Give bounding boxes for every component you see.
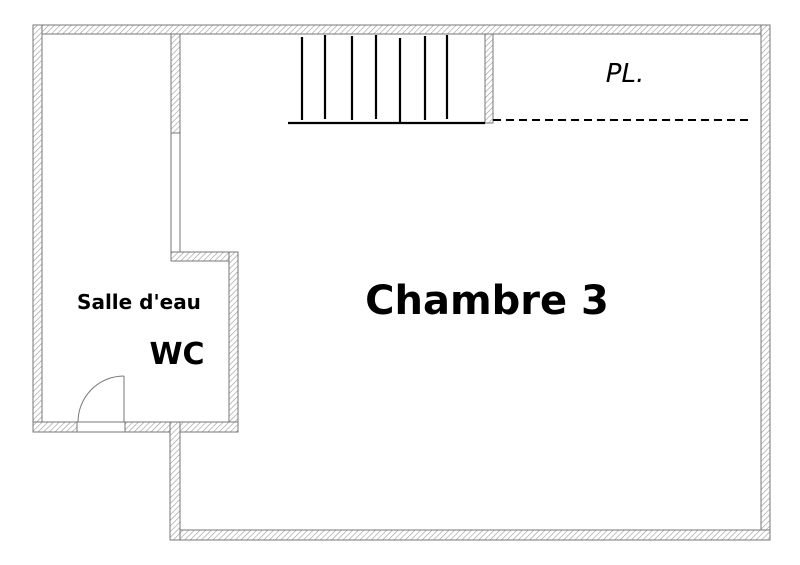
wc-bottom-wall-left	[32, 421, 78, 433]
partition-wall-upper	[170, 33, 181, 134]
room-label-bedroom: Chambre 3	[365, 278, 609, 324]
room-label-wc: WC	[149, 337, 204, 372]
partition-opening	[170, 132, 181, 253]
staircase	[288, 35, 485, 125]
room-label-bathroom: Salle d'eau	[77, 290, 201, 314]
wc-right-wall	[228, 251, 239, 433]
wc-bottom-wall-right	[124, 421, 239, 433]
room-label-closet: PL.	[606, 59, 644, 89]
left-wall	[32, 24, 43, 433]
top-wall	[32, 24, 771, 35]
door[interactable]	[76, 375, 126, 433]
partition-wall-lower	[169, 421, 181, 541]
wc-step-wall	[170, 251, 239, 262]
stair-wall	[484, 33, 494, 124]
bottom-wall	[169, 529, 771, 541]
right-wall	[760, 24, 771, 541]
